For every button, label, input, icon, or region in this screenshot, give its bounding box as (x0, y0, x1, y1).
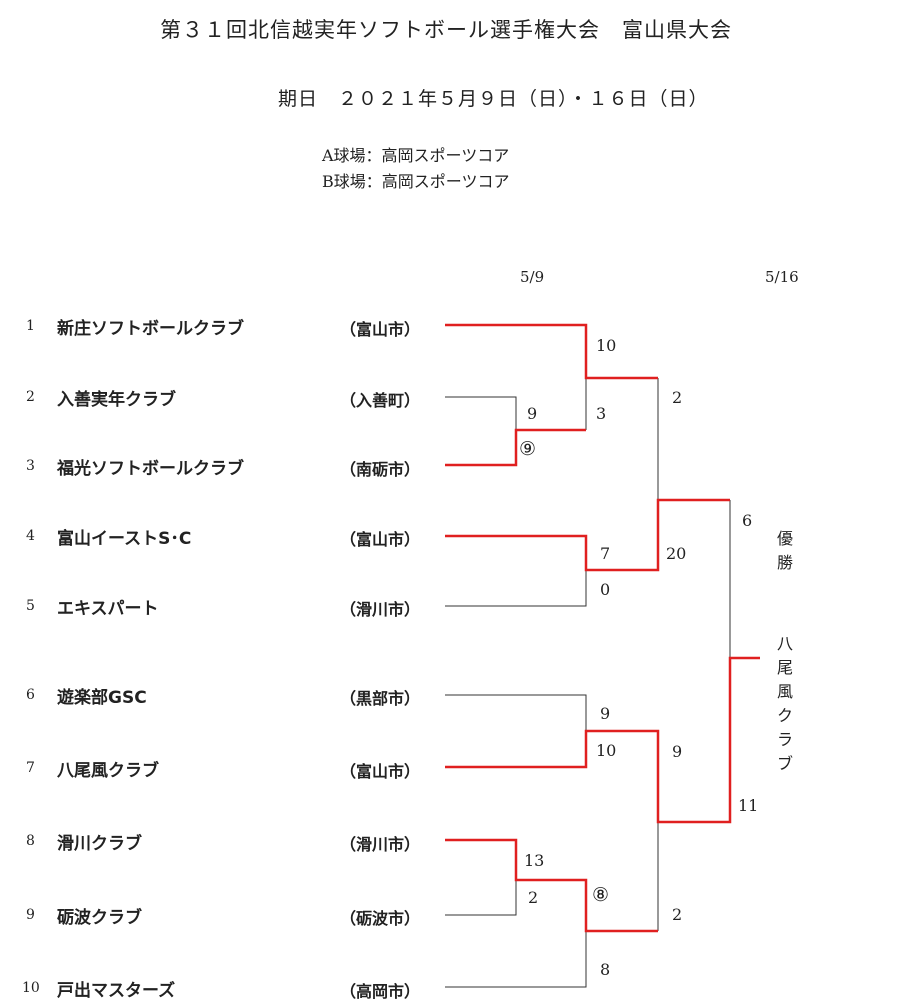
team-name: 遊楽部GSC (57, 688, 147, 708)
page-title: 第３１回北信越実年ソフトボール選手権大会 富山県大会 (160, 18, 732, 42)
game-number-badge: ⑧ (592, 884, 610, 906)
team-name: 戸出マスターズ (57, 981, 176, 1001)
venue-b: B球場：高岡スポーツコア (322, 172, 510, 191)
score-m4-top: 9 (600, 704, 611, 723)
score-m6-bottom: 8 (600, 960, 611, 979)
team-name: 福光ソフトボールクラブ (57, 459, 244, 479)
round-date-final: 5/16 (765, 268, 799, 286)
team-city: （富山市） (340, 530, 421, 549)
team-city: （富山市） (340, 762, 421, 781)
score-sf1-top: 2 (672, 388, 683, 407)
team-number: 7 (26, 760, 35, 776)
team-number: 3 (26, 458, 35, 474)
line-team7 (445, 656, 760, 824)
line-team2 (445, 396, 517, 430)
score-m1-top: 10 (596, 336, 617, 355)
team-number: 6 (26, 687, 35, 703)
team-city: （砺波市） (340, 909, 421, 928)
team-name: エキスパート (57, 599, 159, 619)
team-number: 1 (26, 318, 35, 334)
team-number: 9 (26, 907, 35, 923)
line-team5 (445, 570, 587, 607)
score-m3-bottom: 0 (600, 580, 611, 599)
team-number: 2 (26, 389, 35, 405)
team-name: 滑川クラブ (57, 834, 142, 854)
team-name: 砺波クラブ (57, 908, 142, 928)
line-team8 (445, 838, 658, 933)
team-city: （黒部市） (340, 689, 421, 708)
score-m3-top: 7 (600, 544, 611, 563)
score-final-bottom: 11 (738, 796, 759, 815)
team-name: 入善実年クラブ (57, 390, 176, 410)
team-number: 10 (22, 980, 40, 996)
line-team9 (445, 880, 517, 916)
team-name: 新庄ソフトボールクラブ (57, 319, 244, 339)
line-team6 (445, 694, 587, 731)
line-team4 (445, 498, 730, 572)
team-number: 4 (26, 528, 35, 544)
score-m1-bottom: 3 (596, 404, 607, 423)
round-date-first: 5/9 (520, 268, 545, 286)
score-sf2-top: 9 (672, 742, 683, 761)
champion-label: 優勝 (776, 529, 793, 572)
venue-a: A球場：高岡スポーツコア (322, 146, 510, 165)
team-number: 8 (26, 833, 35, 849)
team-number: 5 (26, 598, 35, 614)
team-city: （滑川市） (340, 835, 421, 854)
score-m5-bottom: 2 (528, 888, 539, 907)
game-number-badge: ⑨ (519, 438, 537, 460)
team-city: （入善町） (340, 391, 421, 410)
team-city: （南砺市） (340, 460, 421, 479)
score-final-top: 6 (742, 511, 753, 530)
team-city: （高岡市） (340, 982, 421, 1001)
score-sf1-bottom: 20 (666, 544, 687, 563)
score-m2-top: 9 (527, 404, 538, 423)
score-sf2-bottom: 2 (672, 905, 683, 924)
line-team1 (445, 323, 658, 380)
champion-name: 八尾風クラブ (776, 634, 793, 773)
team-city: （富山市） (340, 320, 421, 339)
line-team10 (445, 931, 587, 988)
team-name: 富山イーストS･C (57, 529, 192, 549)
score-m5-top: 13 (524, 851, 545, 870)
tournament-date: 期日 ２０２１年５月９日（日）・１６日（日） (278, 88, 709, 110)
team-name: 八尾風クラブ (57, 761, 159, 781)
line-team3 (445, 428, 586, 467)
score-m4-bottom: 10 (596, 741, 617, 760)
team-city: （滑川市） (340, 600, 421, 619)
